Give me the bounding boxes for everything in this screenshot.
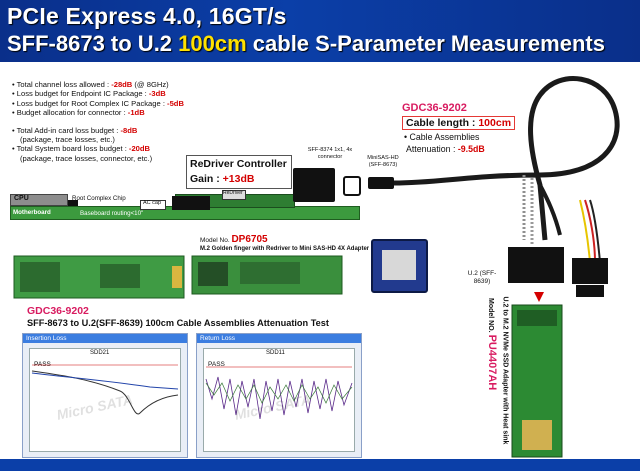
insertion-loss-plot: SDD21 PASS Micro SATA [29, 348, 181, 452]
pass-label: PASS [34, 361, 51, 368]
cable-length: Cable length : 100cm [402, 116, 516, 130]
ac-cap-label: AC cap [143, 200, 162, 206]
return-loss-chart: Return Loss SDD11 PASS Micro SATA [196, 333, 362, 458]
test-model: GDC36-9202 [27, 305, 89, 317]
adapter-model: Model No. DP6705 [200, 234, 268, 245]
title-banner: PCIe Express 4.0, 16GT/s SFF-8673 to U.2… [0, 0, 640, 62]
loss-budget-list: • Total channel loss allowed : -28dB (@ … [12, 80, 184, 163]
connector-latch [343, 176, 361, 196]
budget-item: • Loss budget for Endpoint IC Package : … [12, 89, 166, 99]
cable-model: GDC36-9202 [402, 102, 467, 114]
insertion-loss-trace-label: SDD21 [90, 350, 110, 356]
sff8374-connector [293, 168, 335, 202]
routing-label: Baseboard routing<10" [80, 210, 144, 217]
budget-item: • Total Add-in card loss budget : -8dB [12, 125, 138, 135]
cpu-label: CPU [14, 195, 29, 202]
return-loss-title: Return Loss [197, 334, 361, 343]
redriver-box: ReDriver Controller Gain : +13dB [186, 155, 292, 189]
root-complex-chip [68, 200, 78, 206]
insertion-loss-title: Insertion Loss [23, 334, 187, 343]
title-prefix: SFF-8673 to U.2 [7, 31, 179, 56]
pu-description-label: U.2 to M.2 NVMe SSD Adapter with Heat si… [496, 297, 510, 460]
footer-bar [0, 459, 640, 471]
budget-item: • Budget allocation for connector : -1dB [12, 108, 145, 118]
budget-item: • Total System board loss budget : -20dB [12, 144, 151, 154]
pass-label: PASS [208, 361, 225, 368]
test-title: SFF-8673 to U.2(SFF-8639) 100cm Cable As… [27, 318, 329, 328]
pu-model-prefix: Model NO. [487, 298, 494, 333]
title-suffix: cable S-Parameter Measurements [246, 31, 605, 56]
budget-item: • Total channel loss allowed : -28dB (@ … [12, 80, 169, 89]
budget-note: (package, trace losses, connector, etc.) [20, 153, 153, 163]
cable-attenuation: Attenuation : -9.5dB [406, 144, 485, 154]
budget-item: • Loss budget for Root Complex IC Packag… [12, 98, 184, 108]
cable-assemblies: • Cable Assemblies [404, 132, 480, 142]
root-complex-label: Root Complex Chip [72, 195, 126, 202]
sff8374-label: SFF-8374 1x1, 4x connector [307, 147, 353, 160]
minisas-label: MiniSAS-HD (SFF-8673) [367, 155, 399, 168]
cpu-block [10, 194, 68, 206]
u2-label: U.2 (SFF-8639) [467, 270, 497, 285]
insertion-loss-chart: Insertion Loss SDD21 PASS Micro SATA [22, 333, 188, 458]
return-loss-plot: SDD11 PASS Micro SATA [203, 348, 355, 452]
redriver-gain: Gain : +13dB [190, 173, 255, 185]
addin-slot [172, 196, 210, 210]
title-highlight: 100cm [178, 31, 247, 56]
motherboard-label: Motherboard [13, 209, 51, 216]
return-loss-trace-label: SDD11 [266, 350, 285, 356]
adapter-description: M.2 Golden finger with Redriver to Mini … [200, 246, 370, 252]
page-title-line2: SFF-8673 to U.2 100cm cable S-Parameter … [7, 31, 605, 57]
budget-note: (package, trace losses, etc.) [20, 135, 115, 145]
page-title-line1: PCIe Express 4.0, 16GT/s [7, 3, 287, 29]
redriver-chip-label: ReDriver [223, 190, 243, 196]
minisas-plug [368, 177, 394, 189]
redriver-chip [222, 190, 246, 200]
redriver-title: ReDriver Controller [190, 158, 287, 170]
pu-description: U.2 to M.2 NVMe SSD Adapter with Heat si… [501, 296, 509, 445]
ac-cap-box [140, 200, 166, 210]
